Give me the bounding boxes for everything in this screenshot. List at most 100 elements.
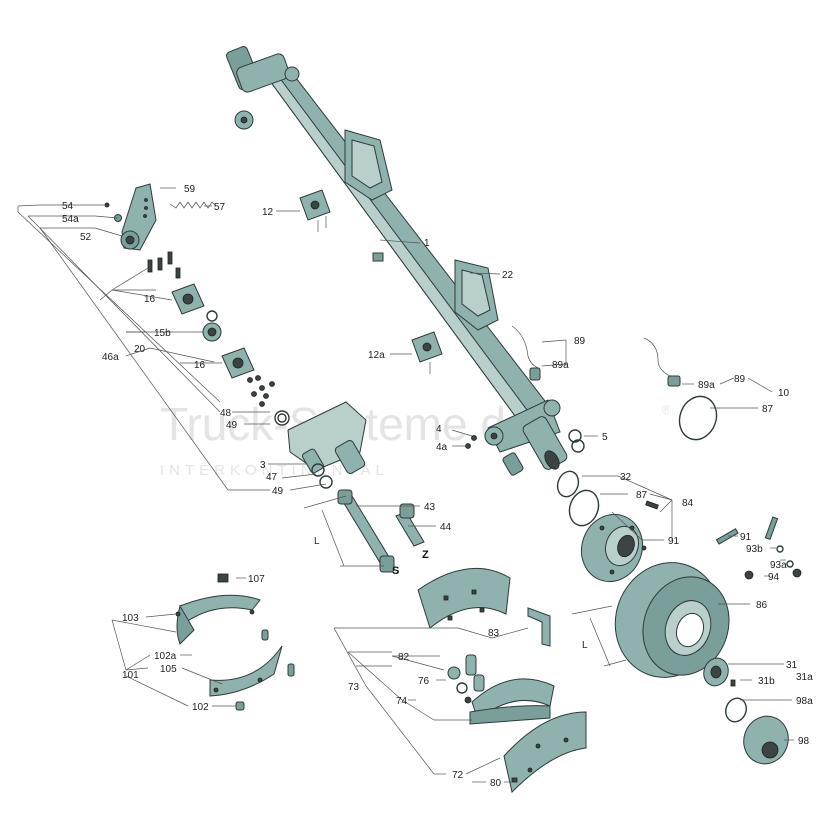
nuts-94 (744, 568, 802, 580)
bolts-group (147, 251, 181, 279)
seal-5 (502, 429, 585, 476)
flange-plate-16-lower (221, 347, 255, 379)
screw-107 (217, 573, 229, 583)
brake-drum (614, 562, 730, 678)
label-86: 86 (756, 600, 768, 611)
label-87-left: 87 (636, 490, 648, 501)
label-103: 103 (122, 613, 139, 624)
watermark: Truck-Systeme.de INTERKONTINENTAL ® (160, 398, 671, 479)
spring-83 (527, 607, 551, 647)
exciter-ring-87 (678, 395, 718, 441)
seal-ring-32 (556, 470, 580, 498)
brake-shoe-103 (175, 594, 261, 645)
label-89a-right: 89a (698, 380, 715, 391)
rivets-80 (511, 777, 518, 783)
axle-nut-31 (703, 657, 736, 687)
label-3: 3 (260, 460, 266, 471)
label-87-right: 87 (762, 404, 774, 415)
label-12: 12 (262, 207, 274, 218)
label-91-left: 91 (668, 536, 680, 547)
label-57: 57 (214, 202, 226, 213)
label-16-lower: 16 (194, 360, 206, 371)
label-31b: 31b (758, 676, 775, 687)
marking-Z: Z (422, 549, 429, 561)
label-12a: 12a (368, 350, 385, 361)
slack-adjuster-group (104, 183, 217, 251)
abs-sensor-89 (511, 325, 541, 381)
wheel-hub (581, 513, 647, 583)
label-102a: 102a (154, 651, 177, 662)
label-72: 72 (452, 770, 464, 781)
label-89a-left: 89a (552, 360, 569, 371)
nuts-group (247, 375, 275, 407)
label-84: 84 (682, 498, 694, 509)
wheel-stud-84 (645, 500, 659, 510)
label-74: 74 (396, 696, 408, 707)
camshaft-bracket (274, 401, 367, 489)
label-76: 76 (418, 676, 430, 687)
label-43: 43 (424, 502, 436, 513)
label-54a: 54a (62, 214, 79, 225)
label-31: 31 (786, 660, 798, 671)
bushing-15b (202, 310, 222, 342)
abs-ring-87 (568, 489, 600, 527)
label-48: 48 (220, 408, 232, 419)
label-83: 83 (488, 628, 500, 639)
label-20: 20 (134, 344, 146, 355)
label-102: 102 (192, 702, 209, 713)
marking-S: S (392, 565, 399, 577)
camshaft-43 (337, 489, 395, 573)
dimension-L-drum: L (582, 640, 588, 651)
label-47: 47 (266, 472, 278, 483)
label-44: 44 (440, 522, 452, 533)
dimension-L-camshaft: L (314, 536, 320, 547)
label-31a: 31a (796, 672, 813, 683)
hub-cap-98 (743, 715, 789, 765)
label-73: 73 (348, 682, 360, 693)
label-101: 101 (122, 670, 139, 681)
axle-beam (226, 46, 568, 470)
brake-lining-72 (503, 711, 587, 793)
label-46a: 46a (102, 352, 119, 363)
brake-shoe-74 (469, 678, 555, 725)
label-15b: 15b (154, 328, 171, 339)
label-80: 80 (490, 778, 502, 789)
wheel-bolts-91 (715, 516, 779, 545)
washers-93 (776, 545, 794, 568)
label-52: 52 (80, 232, 92, 243)
label-4a: 4a (436, 442, 448, 453)
label-32: 32 (620, 472, 632, 483)
brake-lining-upper (417, 567, 511, 629)
label-82: 82 (398, 652, 410, 663)
label-22: 22 (502, 270, 514, 281)
label-93a: 93a (770, 560, 787, 571)
callout-labels: 1 3 4 4a 5 10 12 12a 15b 16 16 20 22 31 … (62, 184, 813, 789)
camshaft-44 (395, 503, 425, 547)
mounting-plate-12 (299, 189, 331, 232)
label-54: 54 (62, 201, 74, 212)
label-10: 10 (778, 388, 790, 399)
adjuster-parts-76 (447, 654, 485, 704)
label-49-upper: 49 (226, 420, 238, 431)
label-4: 4 (436, 424, 442, 435)
label-1: 1 (424, 238, 430, 249)
label-16-upper: 16 (144, 294, 156, 305)
label-89-left: 89 (574, 336, 586, 347)
label-59: 59 (184, 184, 196, 195)
label-89-right: 89 (734, 374, 746, 385)
abs-sensor-89-right (643, 337, 681, 387)
label-93b: 93b (746, 544, 763, 555)
label-105: 105 (160, 664, 177, 675)
grease-nipple-4 (465, 435, 477, 449)
label-98a: 98a (796, 696, 813, 707)
leader-lines (17, 187, 794, 783)
label-91-right: 91 (740, 532, 752, 543)
watermark-registered: ® (662, 403, 671, 417)
brake-shoe-105 (209, 645, 283, 697)
label-94: 94 (768, 572, 780, 583)
mounting-plate-12a (411, 331, 443, 374)
watermark-subtitle: INTERKONTINENTAL (160, 462, 389, 479)
label-107: 107 (248, 574, 265, 585)
label-5: 5 (602, 432, 608, 443)
